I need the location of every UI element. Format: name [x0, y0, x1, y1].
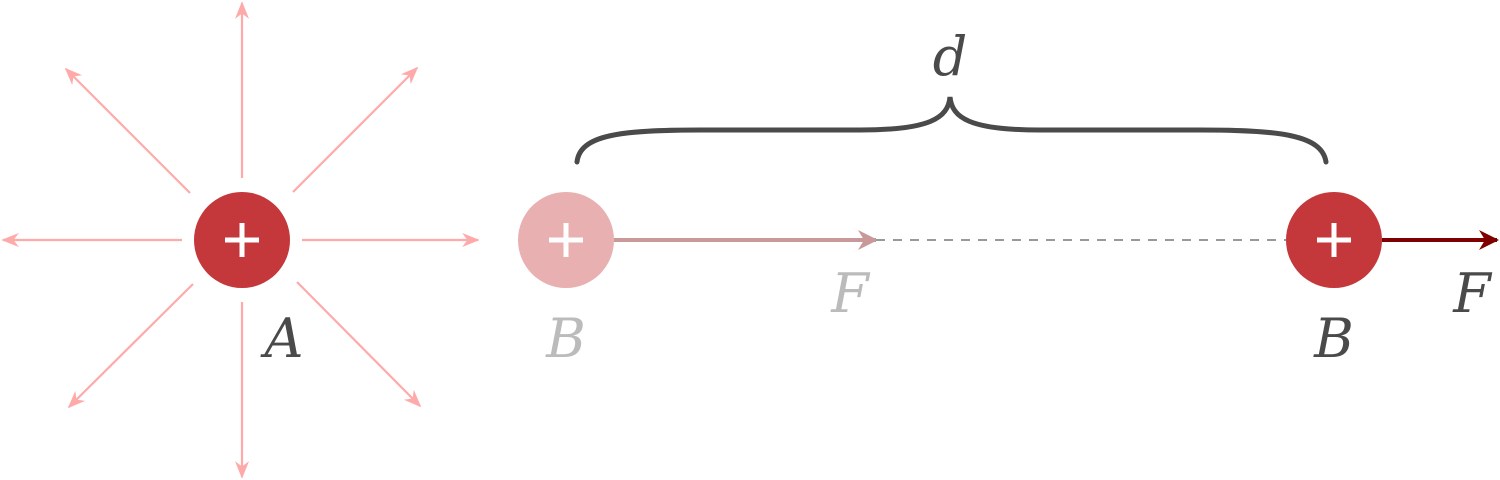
charge-b-final: [1286, 192, 1382, 288]
distance-label: d: [933, 25, 968, 88]
force-initial-label: F: [830, 262, 871, 325]
field-line-down-left: [67, 283, 194, 409]
charge-a: [194, 192, 290, 288]
charge-b-initial-label: B: [545, 307, 586, 370]
charge-b-final-label: B: [1313, 307, 1354, 370]
field-line-up-left: [64, 67, 191, 194]
field-lines: [1, 1, 480, 479]
field-line-up-right: [292, 66, 419, 193]
charge-a-label: A: [260, 307, 304, 370]
distance-brace: [574, 96, 1329, 165]
charge-b-initial: [518, 192, 614, 288]
force-final-label: F: [1452, 262, 1493, 325]
field-line-down-right: [296, 281, 422, 408]
